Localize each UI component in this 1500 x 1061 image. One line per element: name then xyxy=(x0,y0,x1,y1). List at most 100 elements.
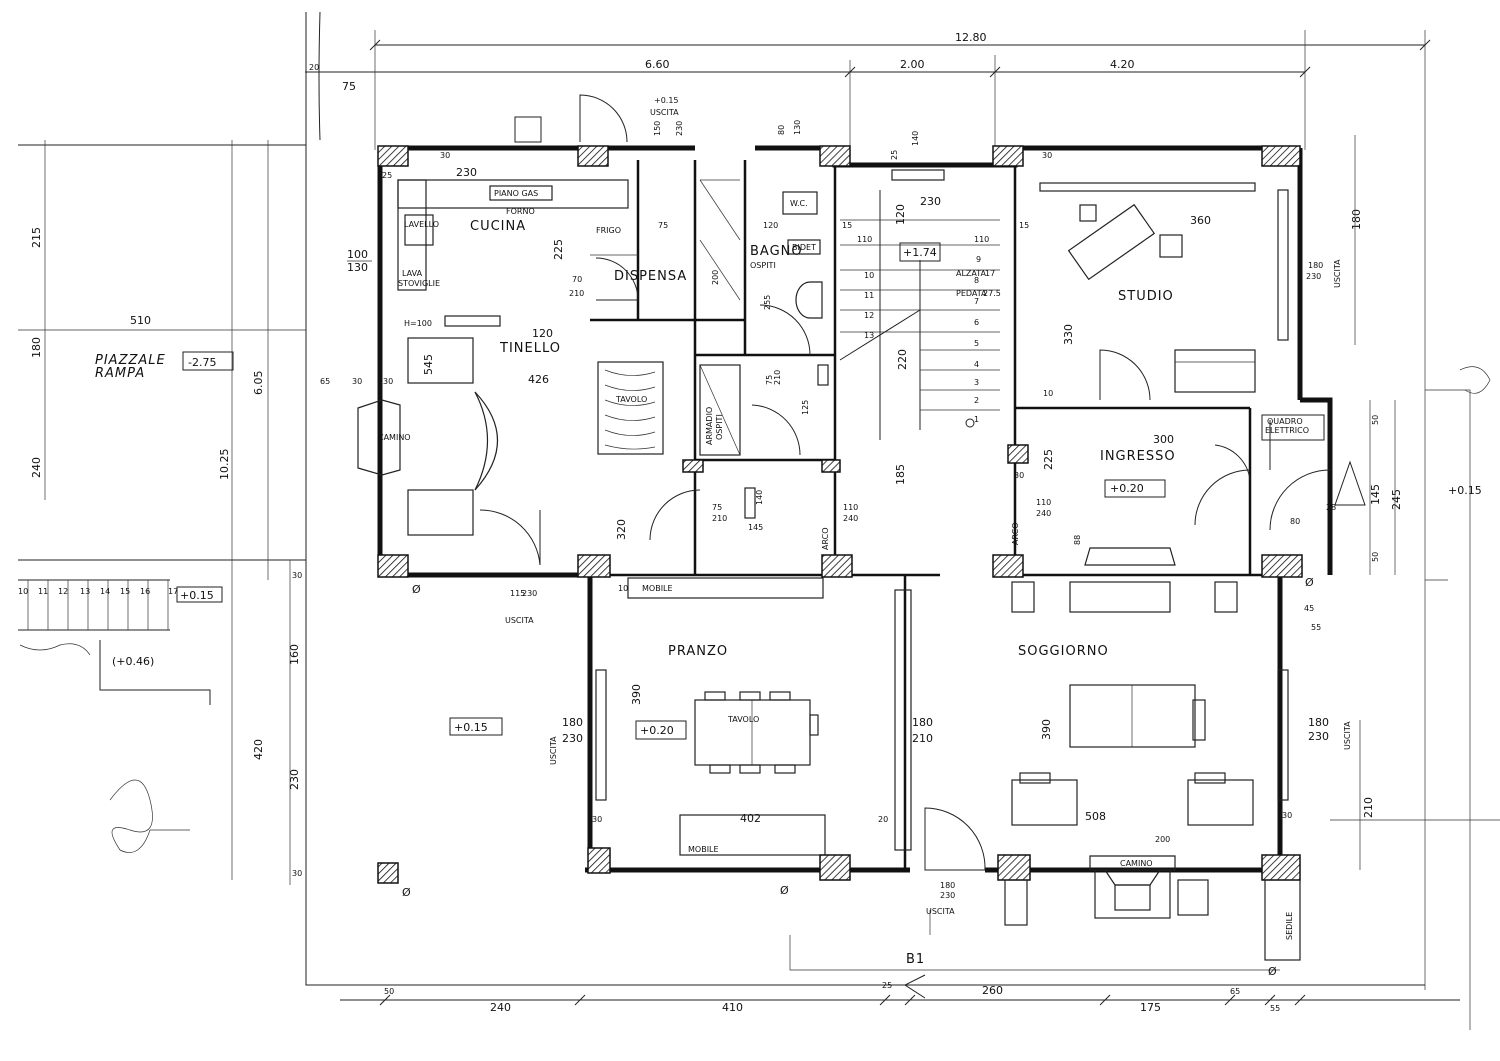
dim-left-510: 510 xyxy=(130,314,151,327)
label-wc: W.C. xyxy=(790,199,808,208)
dim-tinello-545: 545 xyxy=(422,354,435,375)
dim-studio-360: 360 xyxy=(1190,214,1211,227)
dim-stair-140: 140 xyxy=(911,131,920,146)
ramp-step-15: 15 xyxy=(120,587,130,596)
dim-stair-230: 230 xyxy=(920,195,941,208)
dim-pranzo-20: 20 xyxy=(878,815,888,824)
label-sedile: SEDILE xyxy=(1285,912,1294,940)
level-scala: +1.74 xyxy=(903,246,937,259)
piazzale-area: 510 215 180 240 6.05 10.25 PIAZZALE RAMP… xyxy=(18,140,306,880)
label-pedata: PEDATA xyxy=(956,289,987,298)
dim-left-1025: 10.25 xyxy=(218,449,231,481)
label-dispensa: DISPENSA xyxy=(614,269,687,284)
dim-right-50: 50 xyxy=(1371,415,1380,425)
dim-bottom-175: 175 xyxy=(1140,1001,1161,1014)
dim-left-420: 420 xyxy=(252,739,265,760)
dim-ingresso-88: 88 xyxy=(1073,535,1082,545)
room-soggiorno: SOGGIORNO CAMINO 508 200 390 180 230 USC… xyxy=(1004,576,1375,978)
dim-pranzo-10: 10 xyxy=(618,584,628,593)
level-piazzale: -2.75 xyxy=(188,356,216,369)
dim-right-245: 245 xyxy=(1390,489,1403,510)
label-studio: STUDIO xyxy=(1118,289,1174,304)
label-cucina: CUCINA xyxy=(470,219,526,234)
dim-corr-210: 210 xyxy=(712,514,727,523)
label-quadro: QUADRO xyxy=(1267,417,1303,426)
dim-ovest-180: 180 xyxy=(940,881,955,890)
dim-corr-240: 240 xyxy=(843,514,858,523)
dim-top-75: 75 xyxy=(342,80,356,93)
dim-bottom-55: 55 xyxy=(1270,1004,1280,1013)
label-alzata: ALZATA xyxy=(956,269,987,278)
ramp-step-10: 10 xyxy=(18,587,28,596)
label-pedata-val: 27.5 xyxy=(983,289,1001,298)
dim-tinello-320: 320 xyxy=(615,519,628,540)
dim-sogg-390: 390 xyxy=(1040,719,1053,740)
label-camino-tinello: CAMINO xyxy=(378,433,411,442)
dim-nord-230: 230 xyxy=(675,121,684,136)
dim-bagno-80: 80 xyxy=(777,125,786,135)
east-exterior xyxy=(1330,389,1500,1030)
dim-bottom-25: 25 xyxy=(882,981,892,990)
label-uscita-sud: USCITA xyxy=(505,616,534,625)
stair-step-10: 10 xyxy=(864,271,874,280)
stair-step-8: 8 xyxy=(974,276,979,285)
dim-tinello-65: 65 xyxy=(320,377,330,386)
label-ingresso: INGRESSO xyxy=(1100,449,1176,464)
dim-left-605: 6.05 xyxy=(252,371,265,396)
diam-sedile: Ø xyxy=(1268,965,1277,978)
label-armadio: ARMADIO xyxy=(705,407,714,445)
diam-pranzo: Ø xyxy=(780,884,789,897)
stair-step-13: 13 xyxy=(864,331,874,340)
dim-top-20: 20 xyxy=(309,63,319,72)
dim-bagno-125: 125 xyxy=(801,400,810,415)
level-ingresso: +0.20 xyxy=(1110,482,1144,495)
label-piano-gas: PIANO GAS xyxy=(494,189,538,198)
label-lava: LAVA xyxy=(402,269,423,278)
dim-pranzo-402: 402 xyxy=(740,812,761,825)
stair-step-12: 12 xyxy=(864,311,874,320)
label-forno: FORNO xyxy=(506,207,535,216)
dim-studio-180: 180 xyxy=(1308,261,1323,270)
label-uscita-nord: USCITA xyxy=(650,108,679,117)
dim-left-215: 215 xyxy=(30,227,43,248)
diam-tinello: Ø xyxy=(412,583,421,596)
dim-pranzo-210: 210 xyxy=(912,732,933,745)
ramp-step-11: 11 xyxy=(38,587,48,596)
stair-step-1b: 1 xyxy=(974,415,979,424)
dim-ovest-230: 230 xyxy=(940,891,955,900)
dim-pranzo-390: 390 xyxy=(630,684,643,705)
stair-step-4: 4 xyxy=(974,360,979,369)
dim-corr-75: 75 xyxy=(712,503,722,512)
ramp-step-17: 17 xyxy=(168,587,178,596)
dim-studio-10: 10 xyxy=(1043,389,1053,398)
stair-step-11: 11 xyxy=(864,291,874,300)
level-uscita-nord: +0.15 xyxy=(654,96,679,105)
dim-studio-15: 15 xyxy=(1019,221,1029,230)
label-mobile-top: MOBILE xyxy=(642,584,673,593)
structural-pillars xyxy=(377,145,1303,881)
dim-bottom-410: 410 xyxy=(722,1001,743,1014)
dim-left-30a: 30 xyxy=(292,571,302,580)
dim-sud-230: 230 xyxy=(522,589,537,598)
dim-cucina-30: 30 xyxy=(440,151,450,160)
diam-soggiorno: Ø xyxy=(1305,576,1314,589)
left-lower-dims: 160 420 230 30 30 +0.15 Ø xyxy=(252,560,503,899)
dim-bagno-255: 255 xyxy=(763,295,772,310)
dim-sogg-45: 45 xyxy=(1304,604,1314,613)
dim-left-160: 160 xyxy=(288,644,301,665)
label-elettrico: ELETTRICO xyxy=(1265,426,1309,435)
label-arco-ingresso: ARCO xyxy=(1011,522,1020,545)
dim-corr-145: 145 xyxy=(748,523,763,532)
dim-sogg-230: 230 xyxy=(1308,730,1329,743)
dim-ingresso-225: 225 xyxy=(1042,449,1055,470)
level-rampa-fondo: (+0.46) xyxy=(112,655,154,668)
dim-bottom-240: 240 xyxy=(490,1001,511,1014)
label-stoviglie: STOVIGLIE xyxy=(398,279,440,288)
dim-bagno-75: 75 xyxy=(765,375,774,385)
dim-pranzo-180b: 180 xyxy=(912,716,933,729)
diam-sud-ovest: Ø xyxy=(402,886,411,899)
dim-pranzo-30: 30 xyxy=(592,815,602,824)
dim-sogg-508: 508 xyxy=(1085,810,1106,823)
dim-cucina-230: 230 xyxy=(456,166,477,179)
